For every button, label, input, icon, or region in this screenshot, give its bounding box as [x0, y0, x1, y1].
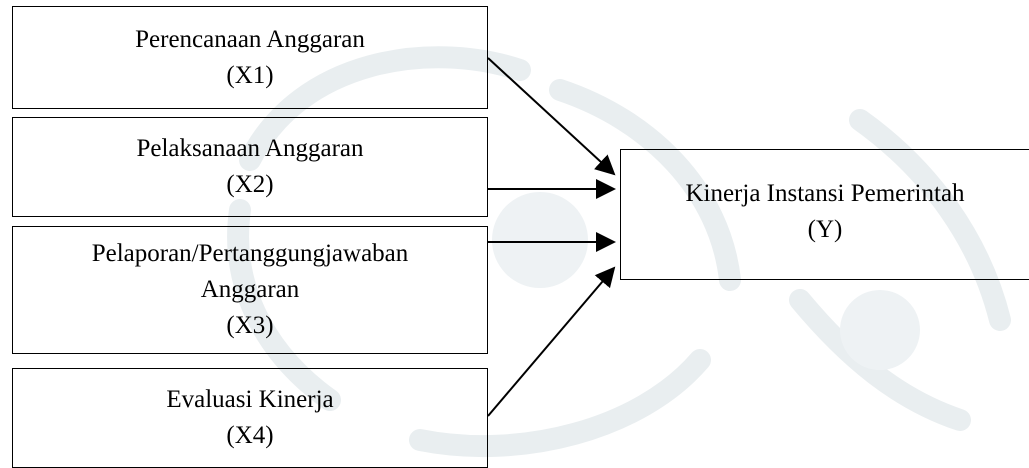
node-variable-code: (X4)	[226, 422, 274, 449]
node-variable-code: (X2)	[226, 171, 274, 198]
node-label: Evaluasi Kinerja	[166, 386, 334, 413]
node-variable-code: (X3)	[226, 312, 274, 339]
node-label: Pelaporan/Pertanggungjawaban	[91, 240, 409, 267]
node-pelaksanaan-anggaran: Pelaksanaan Anggaran (X2)	[12, 117, 488, 217]
node-label: Perencanaan Anggaran	[135, 25, 365, 53]
node-label: Pelaksanaan Anggaran	[136, 135, 364, 162]
node-evaluasi-kinerja: Evaluasi Kinerja (X4)	[12, 368, 488, 468]
node-perencanaan-anggaran: Perencanaan Anggaran (X1)	[12, 6, 488, 109]
arrow-x1-to-y	[487, 57, 616, 176]
node-label-continued: Anggaran	[200, 276, 300, 303]
arrow-x4-to-y	[487, 266, 616, 417]
node-pelaporan-pertanggungjawaban-anggaran: Pelaporan/Pertanggungjawaban Anggaran (X…	[12, 226, 488, 354]
node-variable-code: (X1)	[226, 61, 274, 89]
node-label: Kinerja Instansi Pemerintah	[685, 179, 965, 207]
node-variable-code: (Y)	[807, 215, 843, 243]
node-kinerja-instansi-pemerintah: Kinerja Instansi Pemerintah (Y)	[620, 149, 1029, 280]
